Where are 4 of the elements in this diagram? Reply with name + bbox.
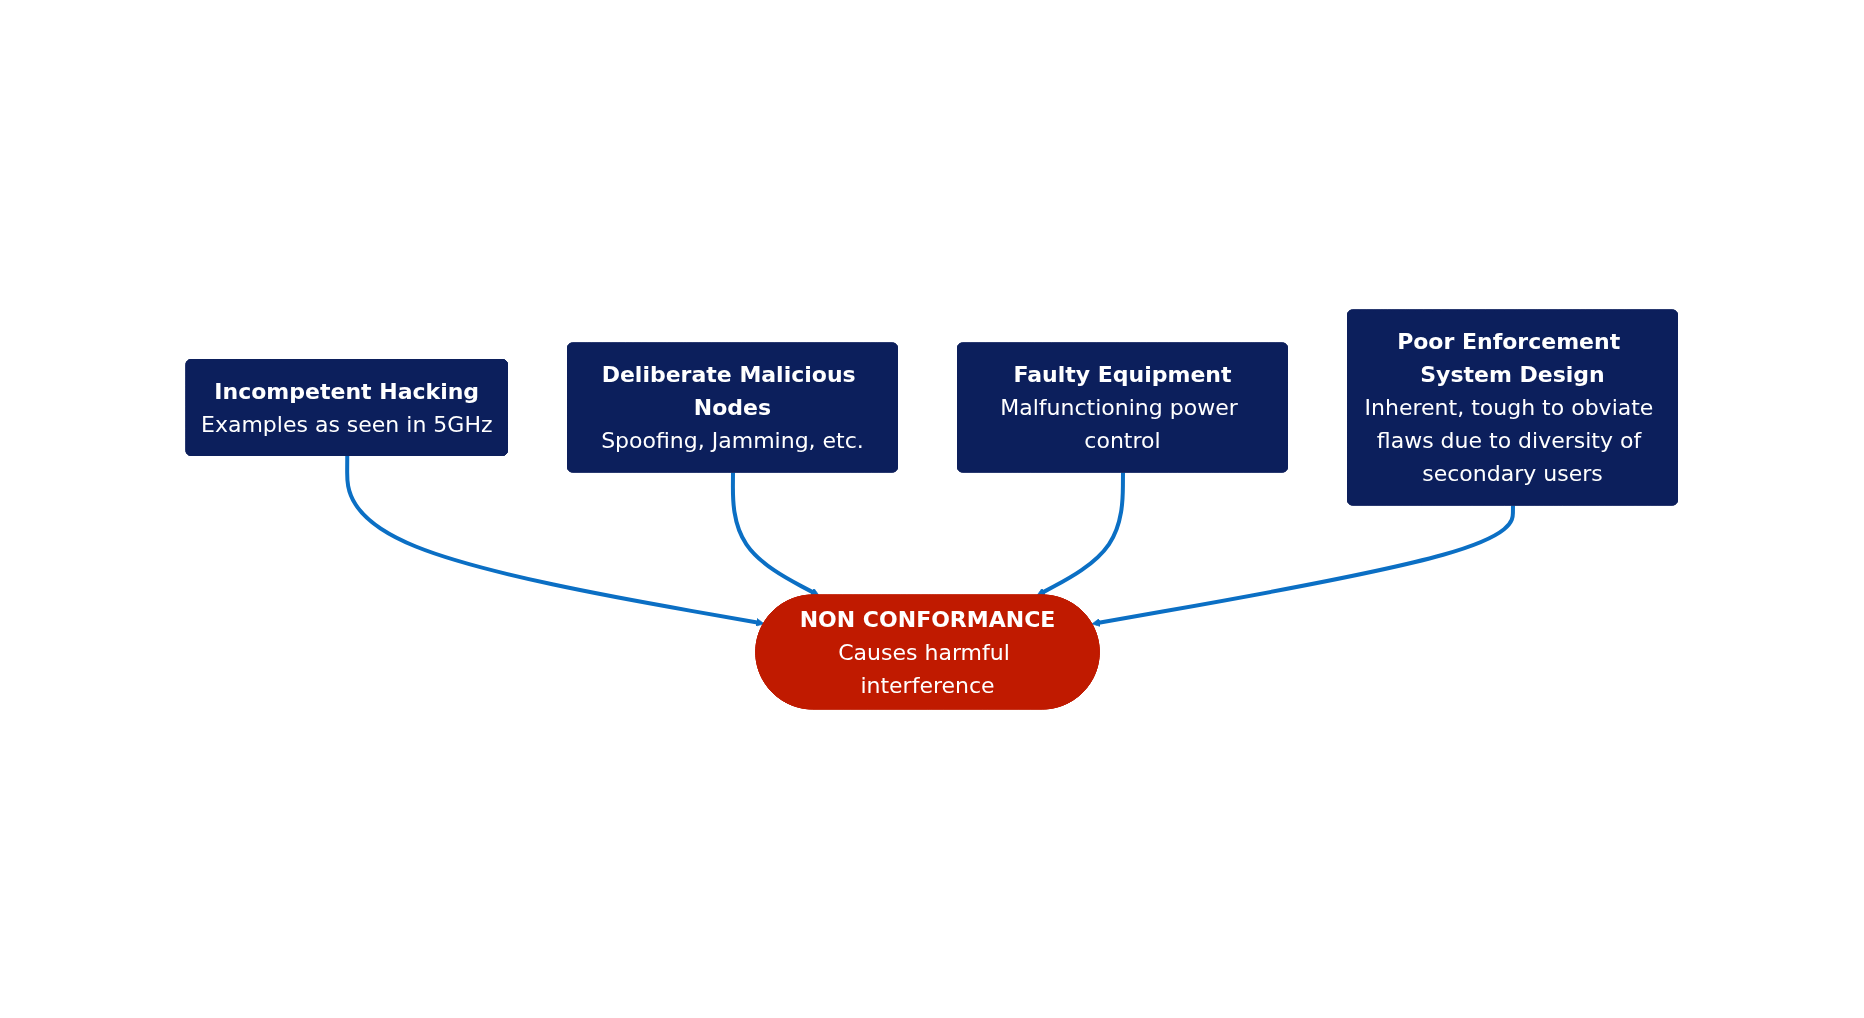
arrow bbox=[1036, 472, 1126, 596]
arrow bbox=[1091, 504, 1516, 627]
arrow bbox=[731, 472, 820, 596]
arrow bbox=[345, 455, 765, 627]
